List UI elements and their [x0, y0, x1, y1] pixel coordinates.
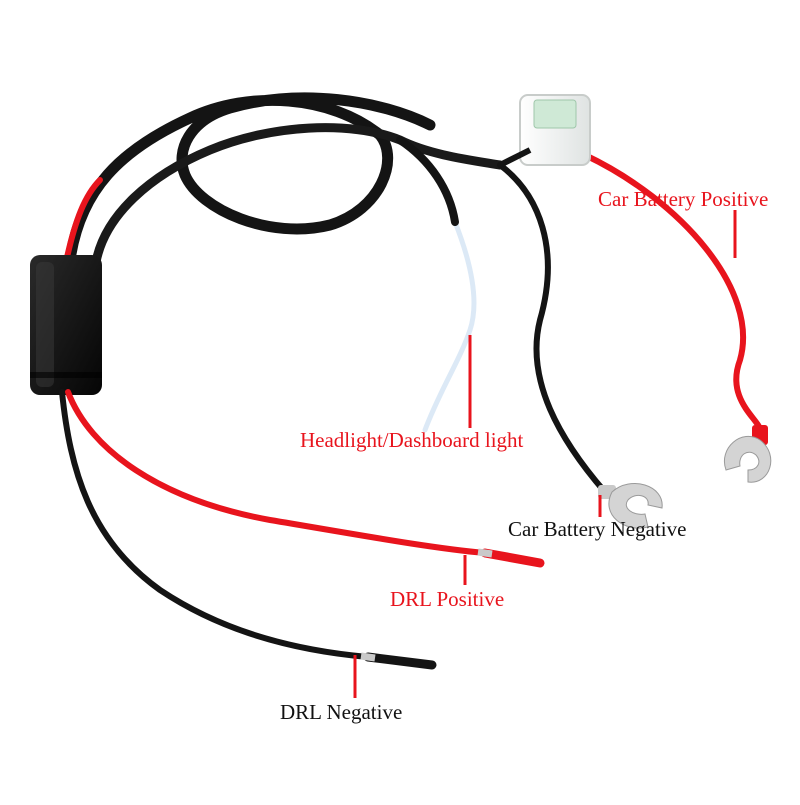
battery-negative-wire — [497, 162, 608, 495]
drl-negative-wire — [59, 389, 371, 660]
label-headlight: Headlight/Dashboard light — [300, 428, 524, 452]
label-drl-positive: DRL Positive — [390, 587, 505, 611]
battery-positive-wire — [582, 152, 763, 433]
fuse-holder — [498, 94, 591, 168]
main-cable-sheath-2 — [91, 123, 505, 267]
label-drl-negative: DRL Negative — [280, 700, 403, 724]
main-cable-sheath — [64, 92, 436, 266]
drl-positive-terminal — [480, 548, 545, 568]
battery-negative-fork — [598, 483, 663, 529]
red-wire-top — [63, 177, 103, 265]
drl-negative-terminal — [363, 652, 437, 670]
drl-negative-strip — [360, 652, 376, 662]
label-battery-negative: Car Battery Negative — [508, 517, 687, 541]
drl-positive-wire — [65, 389, 488, 556]
drl-positive-strip — [477, 548, 493, 558]
white-headlight-wire — [422, 219, 477, 433]
label-battery-positive: Car Battery Positive — [598, 187, 769, 211]
black-to-white-joint — [396, 136, 459, 226]
battery-positive-fork — [723, 425, 772, 483]
drl-control-box — [30, 255, 102, 395]
